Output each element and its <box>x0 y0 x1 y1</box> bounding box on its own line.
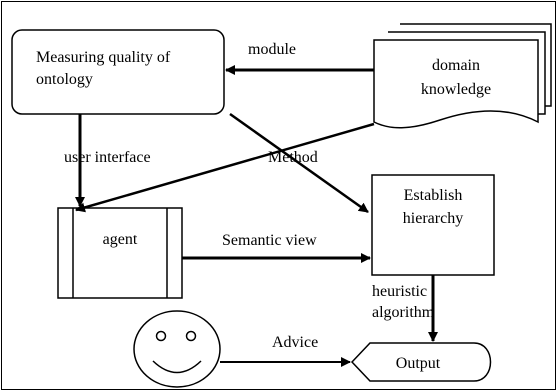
output-label: Output <box>396 355 441 372</box>
agent-label: agent <box>103 231 138 248</box>
establish-hierarchy-line1: Establish <box>404 187 463 204</box>
agent-box <box>57 207 183 299</box>
agent-node: agent <box>57 207 183 299</box>
output-node: Output <box>350 342 492 382</box>
establish-hierarchy-box <box>371 174 495 276</box>
smiley-face-outline <box>133 310 221 388</box>
measuring-quality-box <box>11 29 225 115</box>
measuring-quality-node: Measuring quality of ontology <box>11 29 225 115</box>
heuristic-label-line2: algorithm <box>372 304 435 321</box>
heuristic-label-line1: heuristic <box>372 283 427 300</box>
output-shape <box>350 342 492 382</box>
document-front-shape <box>373 39 539 129</box>
domain-knowledge-line2: knowledge <box>421 81 491 98</box>
semantic-view-label: Semantic view <box>222 232 317 249</box>
user-interface-label: user interface <box>64 149 151 166</box>
smiley-face-icon <box>133 310 221 388</box>
measuring-quality-line2: ontology <box>36 71 93 88</box>
domain-knowledge-line1: domain <box>432 57 480 74</box>
method-label: Method <box>268 149 318 166</box>
smiley-left-eye <box>155 330 167 342</box>
establish-hierarchy-node: Establish hierarchy <box>371 174 495 276</box>
module-label: module <box>248 41 296 58</box>
advice-label: Advice <box>272 334 318 351</box>
smiley-mouth <box>152 360 202 374</box>
method-arrow <box>229 112 369 214</box>
establish-hierarchy-line2: hierarchy <box>403 210 463 227</box>
smiley-right-eye <box>185 330 197 342</box>
domain-to-agent-arrow <box>75 122 375 213</box>
measuring-quality-line1: Measuring quality of <box>36 49 171 66</box>
domain-knowledge-node: domain knowledge <box>373 23 552 129</box>
